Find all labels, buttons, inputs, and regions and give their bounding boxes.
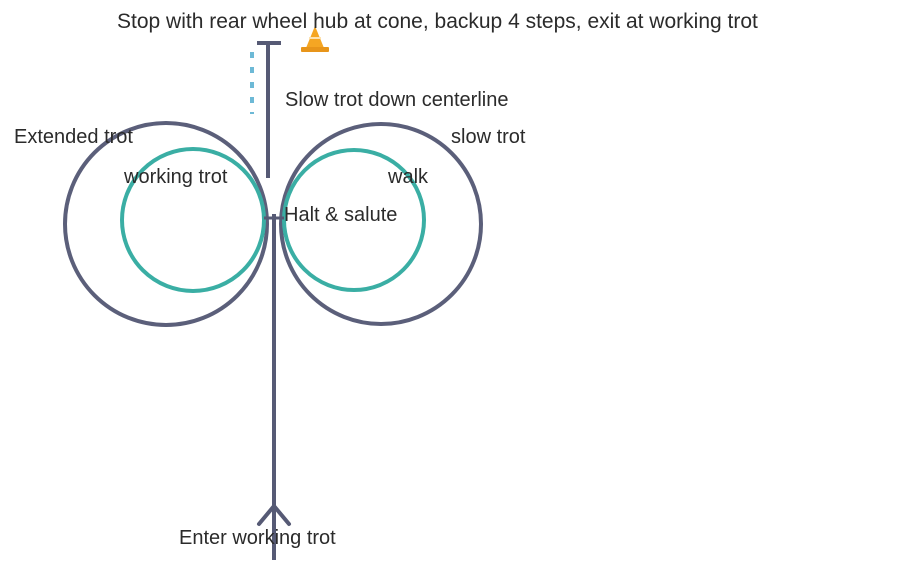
extended-trot-circle	[63, 121, 269, 327]
stop-instruction-label: Stop with rear wheel hub at cone, backup…	[117, 10, 758, 33]
working-trot-label: working trot	[124, 166, 228, 188]
walk-label: walk	[388, 166, 429, 188]
slow-trot-centerline-label: Slow trot down centerline	[285, 89, 509, 111]
entry-arrow	[257, 504, 291, 526]
working-trot-circle	[120, 147, 266, 293]
walk-circle	[282, 148, 426, 292]
halt-salute-label: Halt & salute	[284, 204, 398, 226]
extended-trot-label: Extended trot	[14, 126, 133, 148]
slow-trot-label: slow trot	[451, 126, 526, 148]
traffic-cone-icon	[301, 26, 329, 52]
slow-trot-circle	[279, 122, 483, 326]
enter-working-trot-label: Enter working trot	[179, 527, 336, 549]
